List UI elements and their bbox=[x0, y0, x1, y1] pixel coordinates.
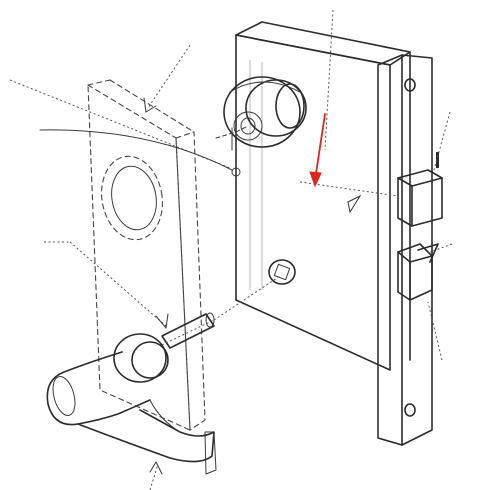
red-arrow-icon bbox=[309, 113, 326, 188]
screw-icon bbox=[231, 167, 241, 177]
square-hub bbox=[268, 259, 296, 285]
spindle bbox=[161, 312, 215, 349]
escutcheon-plate bbox=[87, 79, 206, 431]
leader-lines bbox=[9, 9, 453, 490]
faceplate-screw-top-icon bbox=[404, 78, 416, 92]
latch-bolt bbox=[397, 243, 439, 301]
deadbolt bbox=[397, 152, 443, 227]
leader-arrow-spindle-icon bbox=[155, 313, 169, 329]
keyway-icon bbox=[240, 117, 256, 135]
deadbolt-leader-tick bbox=[436, 152, 439, 168]
faceplate-screw-bottom-icon bbox=[404, 403, 416, 417]
arrow-head-icon bbox=[347, 194, 362, 214]
leader-arrow-lever-icon bbox=[149, 461, 163, 475]
lock-case bbox=[235, 21, 411, 371]
lever-handle bbox=[46, 333, 217, 475]
leader-arrow-escutcheon-icon bbox=[143, 97, 157, 113]
lock-cylinder bbox=[223, 76, 307, 148]
assembly-lines bbox=[161, 125, 399, 346]
